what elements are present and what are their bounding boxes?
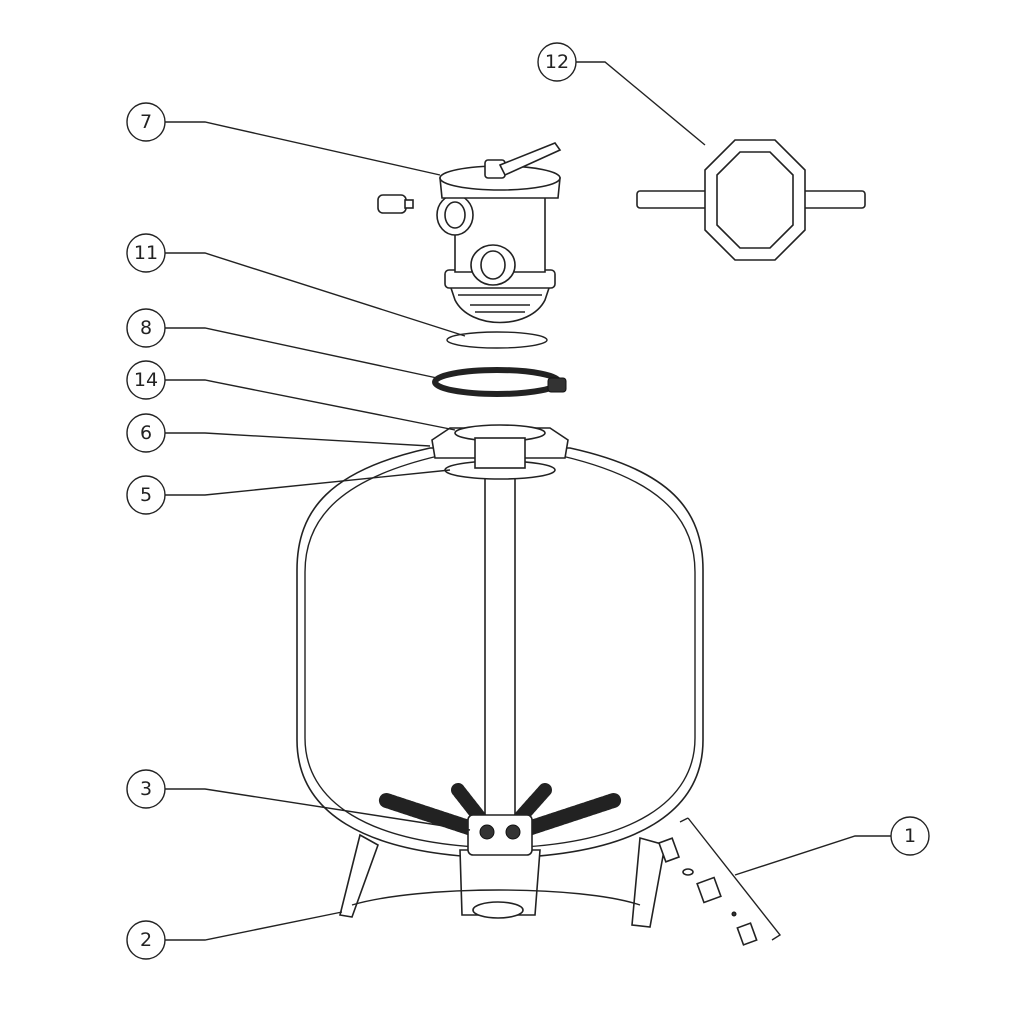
callout-1: 1 [890,816,930,856]
callout-label: 8 [140,317,152,339]
top-flange [431,424,569,469]
callout-12: 12 [537,42,577,82]
tank-legs [339,833,666,928]
callout-label: 1 [904,825,916,847]
callout-label: 14 [134,369,158,391]
callout-label: 11 [134,242,158,264]
callout-2: 2 [126,920,166,960]
leader-lines [165,61,891,941]
clamp [432,367,567,397]
drain-fittings [657,817,782,946]
callout-14: 14 [126,360,166,400]
o-ring [446,331,548,349]
callout-label: 6 [140,422,152,444]
callout-8: 8 [126,308,166,348]
callout-label: 2 [140,929,152,951]
multiport-valve [377,142,562,324]
callout-3: 3 [126,769,166,809]
callout-label: 12 [545,51,569,73]
callout-7: 7 [126,102,166,142]
wrench-tool [636,139,866,261]
callout-6: 6 [126,413,166,453]
callout-11: 11 [126,233,166,273]
laterals [377,783,623,856]
callout-label: 3 [140,778,152,800]
callout-label: 5 [140,484,152,506]
callout-5: 5 [126,475,166,515]
center-pipe [444,454,556,826]
callout-label: 7 [140,111,152,133]
